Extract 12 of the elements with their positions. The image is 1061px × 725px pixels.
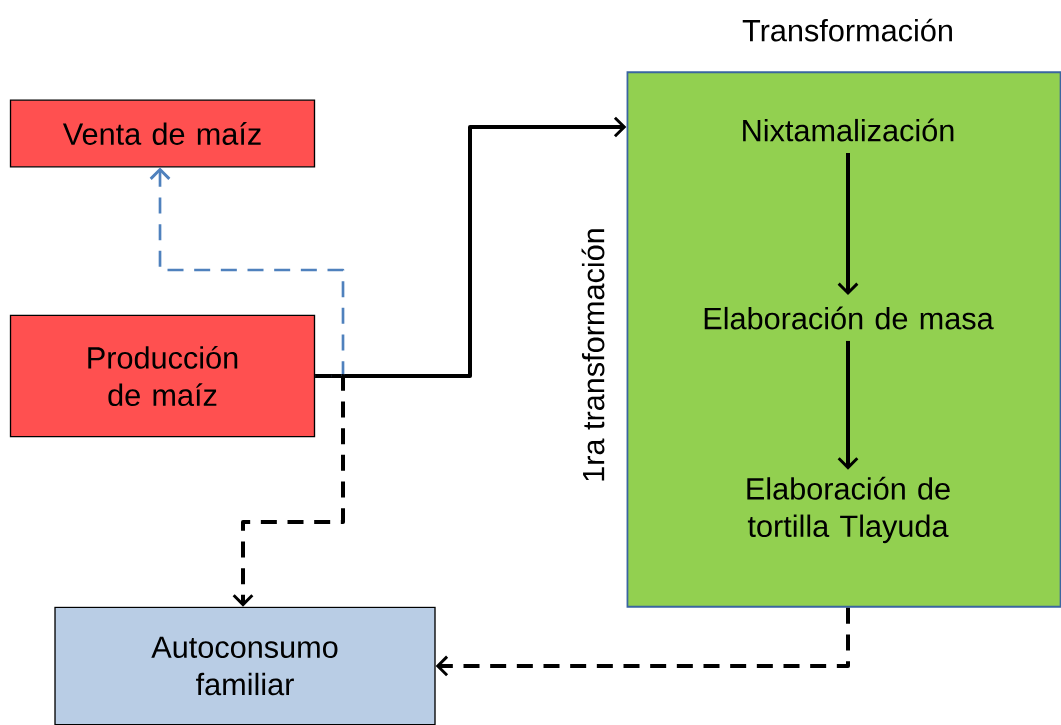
process-box: Autoconsumo familiar bbox=[54, 606, 436, 725]
process-box: Venta de maíz bbox=[9, 99, 316, 168]
process-box: Producción de maíz bbox=[9, 314, 316, 438]
arrow bbox=[435, 607, 850, 677]
arrow bbox=[837, 152, 859, 296]
arrow bbox=[232, 374, 345, 607]
step-text: Elaboración de masa bbox=[704, 306, 994, 330]
side-label: 1ra transformación bbox=[581, 229, 605, 481]
panel-heading: Transformación bbox=[742, 18, 952, 42]
arrow bbox=[837, 340, 859, 470]
step-text: Elaboración de tortilla Tlayuda bbox=[747, 476, 950, 544]
step-text: Nixtamalización bbox=[743, 118, 954, 142]
